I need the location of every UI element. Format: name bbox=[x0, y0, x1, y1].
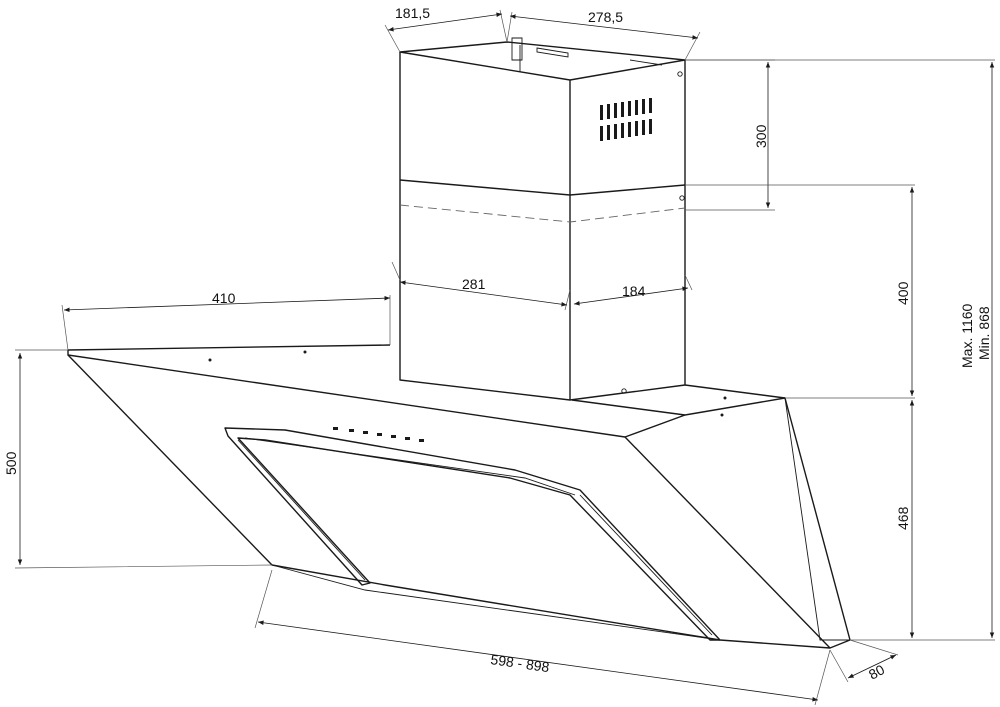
dim-label-lower-front-width: 281 bbox=[462, 276, 486, 292]
dim-300: 300 bbox=[685, 59, 775, 211]
lower-chimney bbox=[399, 179, 686, 401]
dim-500: 500 bbox=[3, 349, 273, 569]
dim-label-glass-thickness: 80 bbox=[866, 661, 887, 683]
vent-slots bbox=[600, 98, 652, 141]
dim-468: 468 bbox=[895, 400, 915, 638]
canopy-body bbox=[67, 344, 851, 649]
upper-chimney bbox=[399, 37, 686, 195]
dim-label-canopy-height: 468 bbox=[895, 506, 911, 530]
control-buttons bbox=[333, 427, 424, 442]
dim-label-hood-depth: 410 bbox=[212, 290, 236, 306]
dim-598-898: 598 - 898 bbox=[254, 569, 831, 706]
dim-label-min-height: Min. 868 bbox=[976, 306, 992, 360]
dim-80: 80 bbox=[829, 639, 899, 683]
dim-181-5: 181,5 bbox=[384, 5, 508, 53]
dim-label-lower-side-width: 184 bbox=[622, 283, 646, 299]
dim-278-5: 278,5 bbox=[506, 9, 701, 61]
dim-label-upper-height: 300 bbox=[753, 124, 769, 148]
dim-label-hood-width: 598 - 898 bbox=[490, 651, 551, 675]
dim-label-chimney-depth: 181,5 bbox=[395, 5, 430, 21]
dim-label-max-height: Max. 1160 bbox=[959, 303, 975, 368]
dim-281: 281 bbox=[391, 261, 571, 311]
dim-max-min: Max. 1160 Min. 868 bbox=[685, 59, 995, 641]
dim-label-hood-height: 500 bbox=[3, 451, 19, 475]
dim-410: 410 bbox=[61, 290, 391, 351]
dim-label-lower-height: 400 bbox=[895, 281, 911, 305]
dim-label-chimney-width: 278,5 bbox=[588, 9, 623, 25]
dim-400: 400 bbox=[685, 184, 915, 399]
dim-184: 184 bbox=[573, 274, 693, 306]
glass-cutout bbox=[224, 427, 721, 641]
